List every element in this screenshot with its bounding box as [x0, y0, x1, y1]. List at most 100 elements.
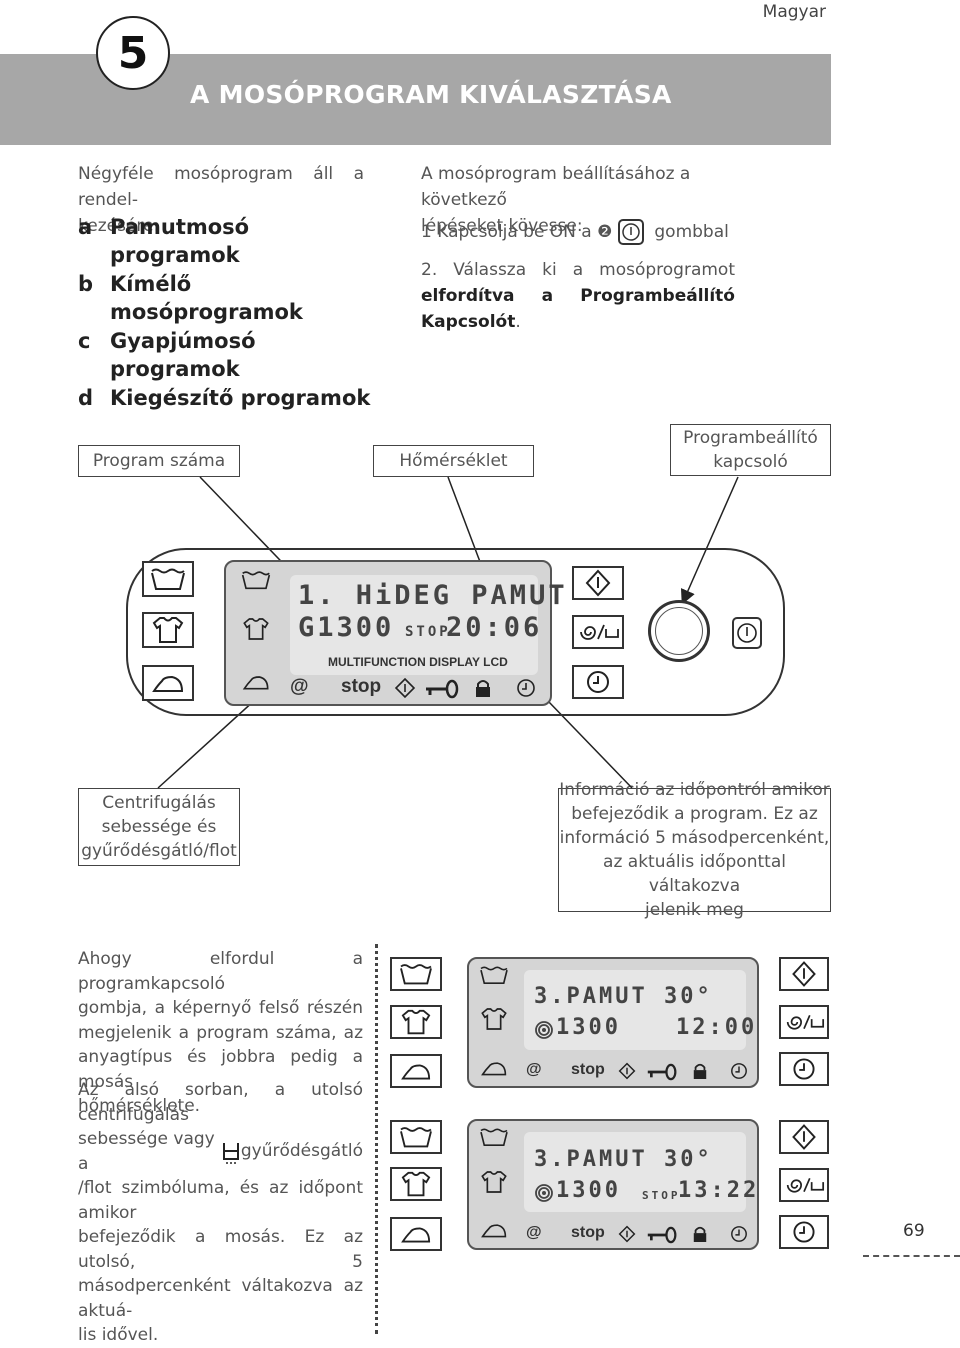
stop-text: stop: [341, 676, 382, 697]
shirt-icon: [401, 1009, 431, 1035]
delicate-program-button-3[interactable]: [390, 1167, 442, 1201]
lcd1-screen: [524, 970, 746, 1050]
lcd1-time: 12:00: [676, 1015, 758, 1040]
at-symbol: @: [290, 676, 309, 697]
power-icon: [618, 219, 645, 245]
power-icon: [737, 623, 757, 643]
lcd2-program-line: 3.PAMUT 30°: [534, 1147, 713, 1172]
iron-icon: [481, 1062, 507, 1076]
lcd-wash-icon: [236, 566, 276, 598]
callout-arrows: [157, 476, 739, 789]
wash-basin-icon: [400, 1127, 432, 1148]
power-button[interactable]: [732, 617, 762, 649]
intro-line: kezésére:: [78, 216, 160, 236]
spin-crease-button-2[interactable]: [779, 1005, 829, 1039]
wash-basin-icon: [400, 964, 432, 985]
lcd1-iron-icon: [474, 1055, 514, 1085]
chapter-number: 5: [96, 16, 170, 90]
step-2: 2. Válassza ki a mosóprogramot elfordítv…: [421, 260, 735, 332]
end-time-button-3[interactable]: [779, 1215, 829, 1249]
wash-basin-icon: [480, 1128, 508, 1146]
wash-program-button[interactable]: [142, 561, 194, 597]
start-pause-button[interactable]: [572, 566, 624, 600]
clock-icon: [730, 1225, 748, 1247]
delicate-program-button[interactable]: [142, 612, 194, 648]
start-pause-icon: [792, 961, 816, 987]
lcd1-spin-value: 1300: [556, 1015, 621, 1040]
lcd2-screen: [524, 1132, 746, 1212]
start-pause-icon: [618, 1062, 636, 1084]
lcd-iron-icon: [236, 668, 276, 700]
language-label: Magyar: [762, 2, 826, 22]
lock-icon: [474, 678, 492, 702]
spin-crease-button[interactable]: [572, 615, 624, 649]
spin-icon: [534, 1183, 554, 1207]
lcd-time: 20:06: [446, 612, 543, 643]
lcd-shirt-icon: [236, 614, 276, 648]
shirt-icon: [481, 1171, 507, 1193]
wash-basin-icon: [480, 966, 508, 984]
spin-icon: [534, 1020, 554, 1044]
column-divider: [375, 944, 378, 1334]
start-pause-icon: [618, 1225, 636, 1247]
clock-icon: [793, 1058, 815, 1080]
iron-icon: [401, 1227, 431, 1243]
intro-text: Négyféle mosóprogram áll a rendel- kezés…: [78, 161, 364, 239]
lcd2-time: 13:22: [678, 1178, 760, 1203]
lcd-stop-label: STOP: [405, 624, 451, 640]
key-icon: [646, 1226, 678, 1248]
program-selector-knob[interactable]: [648, 600, 710, 662]
lcd1-wash-icon: [474, 962, 514, 992]
start-pause-button-2[interactable]: [779, 957, 829, 991]
iron-icon: [152, 675, 184, 692]
delicate-program-button-2[interactable]: [390, 1005, 442, 1039]
body-para-2: Az alsó sorban, a utolsó centrifugálás s…: [78, 1080, 363, 1345]
program-number-label: Program száma: [78, 445, 240, 477]
start-pause-button-3[interactable]: [779, 1120, 829, 1154]
lock-icon: [692, 1062, 708, 1084]
spin-crease-icon: [786, 1014, 825, 1030]
stop-text: stop: [571, 1061, 605, 1078]
spin-crease-icon: [580, 624, 619, 640]
iron-icon: [401, 1064, 431, 1080]
lcd2-spin-value: 1300: [556, 1178, 621, 1203]
end-time-button[interactable]: [572, 665, 624, 699]
page-title: A MOSÓPROGRAM KIVÁLASZTÁSA: [190, 80, 672, 109]
shirt-icon: [481, 1008, 507, 1030]
body-para-1: Ahogy elfordul a programkapcsoló gombja,…: [78, 949, 363, 1116]
iron-program-button-2[interactable]: [390, 1054, 442, 1088]
at-symbol: @: [526, 1224, 542, 1241]
clock-icon: [730, 1062, 748, 1084]
spin-crease-button-3[interactable]: [779, 1168, 829, 1202]
start-pause-icon: [585, 569, 611, 597]
spin-crease-icon: [786, 1177, 825, 1193]
end-time-button-2[interactable]: [779, 1052, 829, 1086]
key-icon: [424, 679, 460, 703]
iron-icon: [242, 676, 269, 690]
lcd-caption: MULTIFUNCTION DISPLAY LCD: [328, 655, 508, 669]
key-icon: [646, 1063, 678, 1085]
lcd2-shirt-icon: [474, 1168, 514, 1200]
lcd2-stop-label: STOP: [642, 1189, 681, 1202]
stop-text: stop: [571, 1224, 605, 1241]
iron-program-button[interactable]: [142, 665, 194, 701]
wash-program-button-2[interactable]: [390, 957, 442, 991]
wash-program-button-3[interactable]: [390, 1120, 442, 1154]
shirt-icon: [401, 1171, 431, 1197]
lcd1-program-line: 3.PAMUT 30°: [534, 984, 713, 1009]
shirt-icon: [152, 617, 184, 643]
lcd-spin-value: G1300: [298, 612, 395, 643]
steps-lead: A mosóprogram beállításához a következő …: [421, 164, 691, 236]
wash-basin-icon: [241, 571, 271, 590]
iron-program-button-3[interactable]: [390, 1217, 442, 1251]
clock-icon: [587, 671, 609, 693]
temperature-label: Hőmérséklet: [373, 445, 534, 477]
start-pause-icon: [792, 1124, 816, 1150]
wash-basin-icon: [151, 568, 185, 590]
